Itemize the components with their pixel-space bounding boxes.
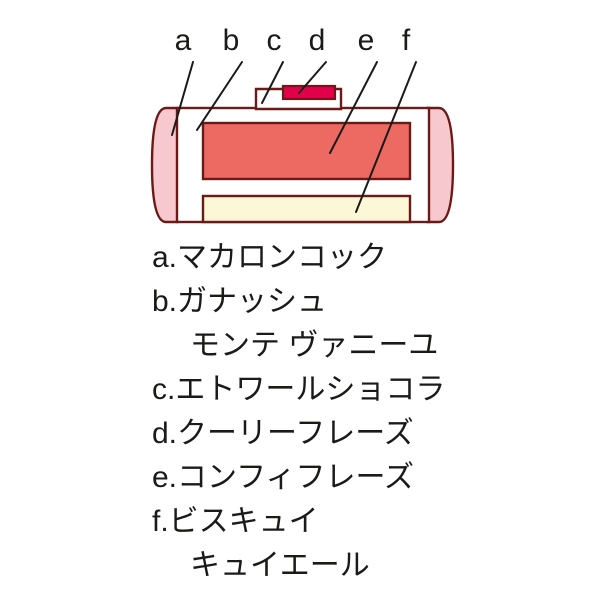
confit-fraise-slab [201,121,412,181]
legend-text-f-1: ビスキュイ [168,505,319,538]
legend-text-a-1: マカロンコック [177,241,388,274]
callout-letter-d: d [309,24,326,57]
leader-line-e [329,61,378,154]
legend-item-b: b.ガナッシュ モンテ ヴァニーユ [0,280,600,368]
leader-line-a [171,61,194,136]
legend-item-e: e.コンフィフレーズ [0,456,600,500]
legend-list: a.マカロンコック b.ガナッシュ モンテ ヴァニーユ c.エトワールショコラ … [0,236,600,588]
legend-line-f-1: f.ビスキュイ [0,500,600,544]
legend-text-e-1: コンフィフレーズ [177,461,415,494]
legend-line-d-1: d.クーリーフレーズ [0,412,600,456]
pastry-cross-section-diagram: a b c d e f [150,24,455,224]
leader-lines-group [171,61,417,213]
leader-line-c [261,61,284,104]
callout-letters-group: a b c d e f [175,24,411,57]
legend-line-a-1: a.マカロンコック [0,236,600,280]
legend-item-c: c.エトワールショコラ [0,368,600,412]
legend-item-a: a.マカロンコック [0,236,600,280]
callout-letter-f: f [402,24,411,57]
legend-text-d-1: クーリーフレーズ [177,417,414,450]
callout-letter-e: e [358,24,375,57]
legend-key-f: f. [152,505,169,538]
legend-key-c: c. [152,373,176,406]
legend-key-e: e. [152,461,178,494]
legend-text-b-1: ガナッシュ [177,285,328,318]
callout-letter-c: c [267,24,282,57]
legend-item-d: d.クーリーフレーズ [0,412,600,456]
legend-key-d: d. [152,417,178,450]
callout-letter-b: b [223,24,240,57]
legend-line-b-1: b.ガナッシュ [0,280,600,324]
legend-line-f-2: キュイエール [190,549,370,582]
biscuit-cuiller-band [201,194,412,224]
legend-item-f: f.ビスキュイ キュイエール [0,500,600,588]
legend-text-c-1: エトワールショコラ [175,373,446,406]
leader-line-d [298,61,327,94]
coulis-fraise-bar [281,84,337,101]
legend-line-c-1: c.エトワールショコラ [0,368,600,412]
callout-letter-a: a [175,24,192,57]
macaron-shell-right [425,106,455,224]
leader-line-b [196,61,243,131]
legend-line-b-2: モンテ ヴァニーユ [190,329,439,362]
legend-key-b: b. [152,285,178,318]
legend-key-a: a. [152,241,178,274]
macaron-shell-left [150,106,180,224]
legend-line-e-1: e.コンフィフレーズ [0,456,600,500]
leader-line-f [355,61,417,213]
